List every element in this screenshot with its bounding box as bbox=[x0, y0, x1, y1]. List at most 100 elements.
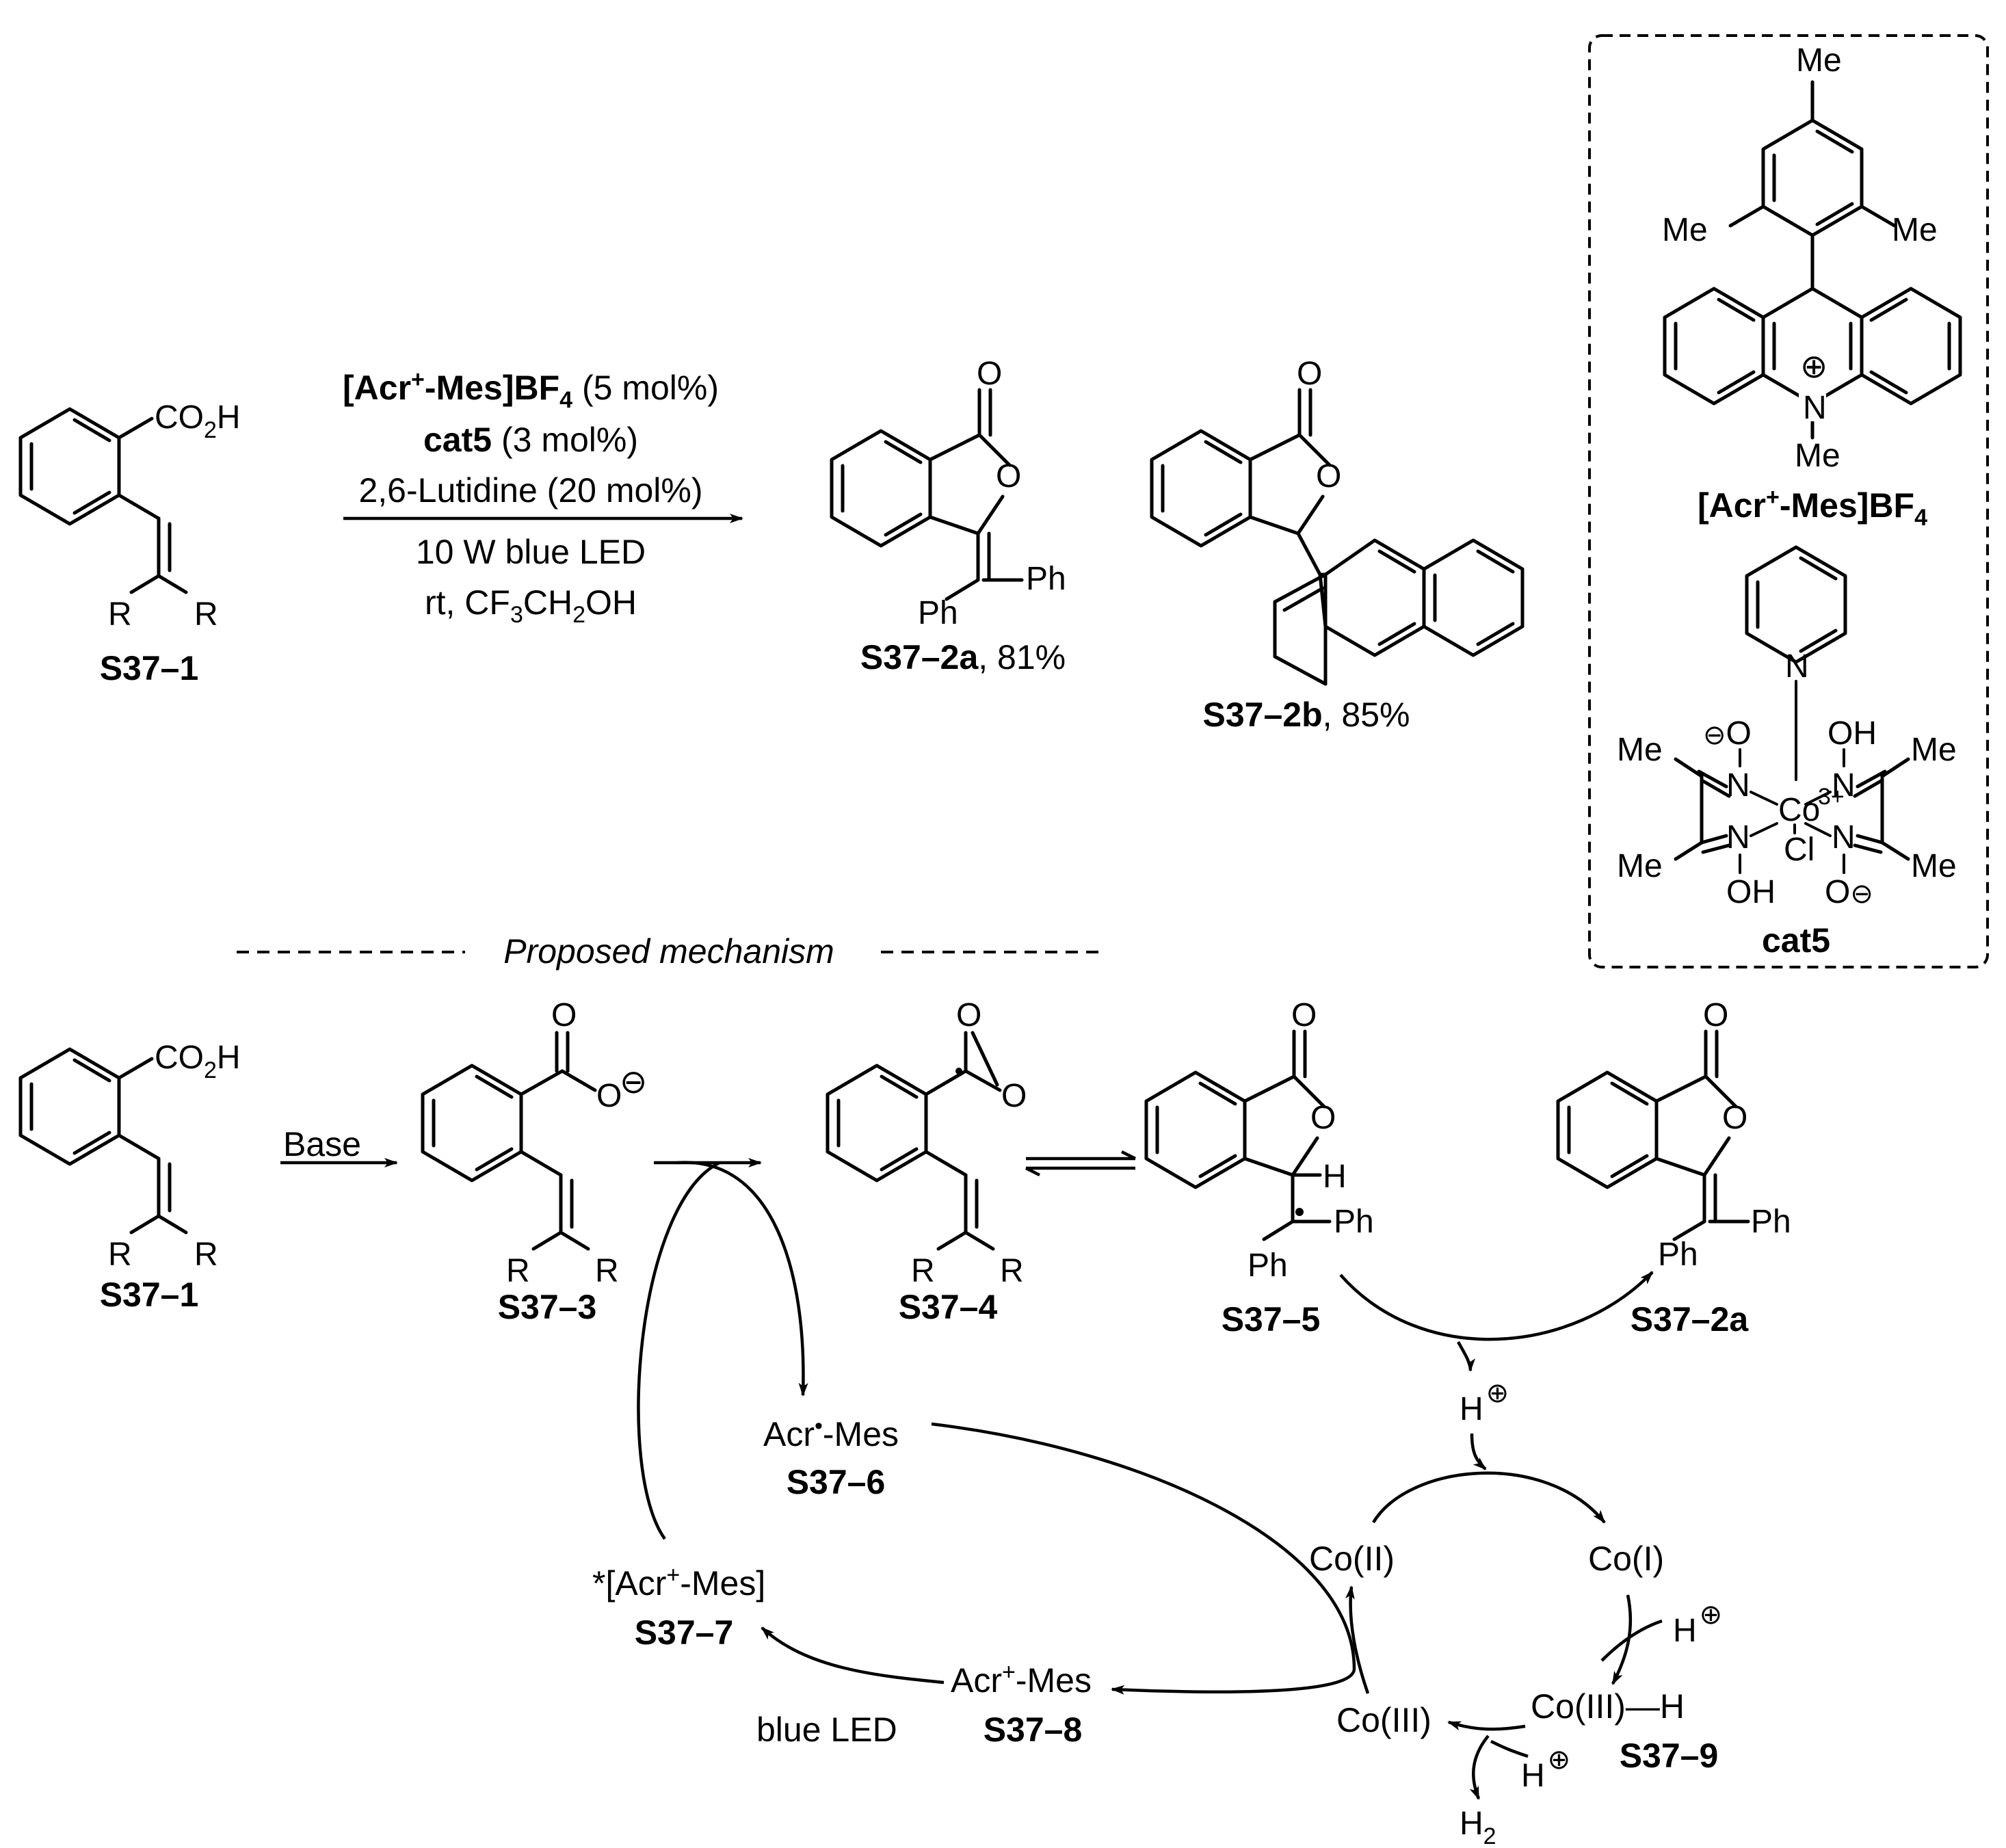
substrate-s37-1-top: CO2H R R S37–1 bbox=[18, 399, 241, 687]
phenyl-right: Ph bbox=[1751, 1204, 1791, 1240]
compound-label-s37-9: S37–9 bbox=[1620, 1737, 1719, 1775]
co-iii-h-label: Co(III)—H bbox=[1531, 1687, 1685, 1726]
h-label: H bbox=[217, 1040, 241, 1076]
carbonyl-oxygen: O bbox=[977, 356, 1002, 392]
acr-radical-label: Acr•-Mes bbox=[763, 1413, 899, 1453]
methyl-ortho-right: Me bbox=[1892, 212, 1938, 248]
base-label: Base bbox=[283, 1125, 361, 1163]
co-i-label: Co(I) bbox=[1588, 1540, 1664, 1578]
condition-base: 2,6-Lutidine (20 mol%) bbox=[358, 471, 702, 510]
proton-release-arrow bbox=[1457, 1341, 1475, 1372]
cobalt-catalyst-label: cat5 bbox=[1762, 921, 1830, 960]
compound-label-s37-5: S37–5 bbox=[1222, 1300, 1321, 1338]
proton-label-1: H⊕ bbox=[1460, 1378, 1509, 1427]
phenyl-right: Ph bbox=[1334, 1204, 1374, 1240]
co-label: CO bbox=[155, 1040, 204, 1076]
methyl-lower-left: Me bbox=[1617, 848, 1663, 884]
methyl-lower-right: Me bbox=[1911, 848, 1957, 884]
r-group-left: R bbox=[911, 1253, 935, 1289]
co-iii-label: Co(III) bbox=[1336, 1701, 1431, 1739]
compound-label-s37-3: S37–3 bbox=[498, 1288, 597, 1326]
methyl-upper-right: Me bbox=[1911, 732, 1957, 768]
phenyl-right: Ph bbox=[1026, 561, 1066, 597]
ring-oxygen: O bbox=[1310, 1100, 1336, 1136]
compound-label-s37-7: S37–7 bbox=[635, 1613, 734, 1652]
condition-solvent: rt, CF3CH2OH bbox=[425, 583, 637, 628]
carbonyl-oxygen: O bbox=[1703, 997, 1728, 1033]
photoredox-cycle: Acr•-Mes S37–6 *[Acr+-Mes] S37–7 Acr+-Me… bbox=[592, 1158, 1356, 1749]
proton-label-3: H⊕ bbox=[1521, 1745, 1570, 1794]
compound-label-s37-1-mech: S37–1 bbox=[100, 1276, 199, 1314]
substrate-s37-1-mech: CO2H R R S37–1 bbox=[18, 1040, 241, 1314]
proton-to-cobalt-arrow bbox=[1470, 1433, 1487, 1470]
compound-label-s37-1-top: S37–1 bbox=[100, 649, 199, 687]
n-lower-left: N bbox=[1726, 819, 1750, 856]
co2-subscript: 2 bbox=[204, 1057, 217, 1083]
phenyl-left: Ph bbox=[918, 595, 958, 631]
phenyl-left: Ph bbox=[1248, 1248, 1288, 1284]
oxide-lower-right: O⊖ bbox=[1825, 874, 1873, 910]
photocatalyst-structure: Me Me Me N ⊕ Me [Acr+-Mes]BF4 bbox=[1662, 42, 1962, 531]
svg-text:CO2H: CO2H bbox=[155, 399, 241, 443]
co-label: CO bbox=[155, 399, 204, 436]
methyl-para: Me bbox=[1796, 42, 1842, 79]
r-group-left: R bbox=[506, 1253, 530, 1289]
hydroxyl-lower-left: OH bbox=[1726, 874, 1776, 910]
hydroxyl-upper-right: OH bbox=[1827, 715, 1877, 752]
carbonyl-oxygen: O bbox=[1297, 356, 1322, 392]
ring-oxygen: O bbox=[1722, 1100, 1747, 1136]
r-group-right: R bbox=[595, 1253, 619, 1289]
condition-light: 10 W blue LED bbox=[416, 533, 646, 571]
radical-oxygen: O bbox=[1001, 1078, 1027, 1114]
n-methyl: Me bbox=[1795, 438, 1840, 474]
ring-oxygen: O bbox=[1316, 458, 1341, 494]
equilibrium-arrows bbox=[1025, 1150, 1137, 1177]
ring-oxygen: O bbox=[996, 458, 1021, 494]
n-lower-right: N bbox=[1832, 819, 1856, 856]
pyridine-nitrogen: N bbox=[1785, 648, 1809, 685]
r-group-right: R bbox=[194, 1237, 218, 1273]
hat-arrow bbox=[1339, 1271, 1654, 1341]
benzylic-hydrogen: H bbox=[1323, 1159, 1347, 1195]
compound-label-s37-2a-top: S37–2a, 81% bbox=[860, 638, 1066, 676]
acr-excited-label: *[Acr+-Mes] bbox=[592, 1562, 765, 1602]
catalyst-box bbox=[1588, 34, 1989, 968]
r-group-right: R bbox=[194, 596, 218, 633]
condition-photocatalyst: [Acr+-Mes]BF4 (5 mol%) bbox=[343, 367, 719, 413]
r-group-right: R bbox=[1000, 1253, 1024, 1289]
carbonyl-oxygen: O bbox=[551, 997, 577, 1033]
r-group-left: R bbox=[108, 596, 132, 633]
svg-text:CO2H: CO2H bbox=[155, 1040, 241, 1083]
cobalt-atom: Co bbox=[1778, 792, 1820, 828]
carboxylate-s37-3: O O ⊖ R R S37–3 bbox=[421, 997, 647, 1326]
cobalt-catalyst-structure: N Co 3+ Cl N N ⊖O OH Me Me N N bbox=[1617, 545, 1957, 960]
acr-ground-label: Acr+-Mes bbox=[951, 1659, 1092, 1700]
positive-charge: ⊕ bbox=[1800, 349, 1827, 385]
product-s37-2b: O O S37–2b, 85% bbox=[1150, 356, 1525, 734]
methyl-upper-left: Me bbox=[1617, 732, 1663, 768]
condition-cobalt-catalyst: cat5 (3 mol%) bbox=[423, 421, 638, 459]
product-s37-2a-mech: O O Ph Ph S37–2a bbox=[1556, 997, 1791, 1338]
co2-subscript: 2 bbox=[204, 417, 217, 443]
mechanism-title: Proposed mechanism bbox=[503, 932, 834, 971]
h-label: H bbox=[217, 399, 241, 436]
cobalt-cycle: Co(II) Co(I) Co(III) Co(III)—H S37–9 H⊕ … bbox=[1309, 1471, 1722, 1848]
phenyl-left: Ph bbox=[1658, 1237, 1698, 1273]
carbonyl-oxygen: O bbox=[1291, 997, 1317, 1033]
oxide-upper-left: ⊖O bbox=[1703, 715, 1752, 752]
co-ii-label: Co(II) bbox=[1309, 1540, 1395, 1578]
compound-label-s37-2b: S37–2b, 85% bbox=[1203, 696, 1410, 734]
compound-label-s37-2a-mech: S37–2a bbox=[1631, 1300, 1750, 1338]
compound-label-s37-4: S37–4 bbox=[899, 1288, 998, 1326]
methyl-ortho-left: Me bbox=[1662, 212, 1708, 248]
reaction-conditions: [Acr+-Mes]BF4 (5 mol%) cat5 (3 mol%) 2,6… bbox=[343, 367, 743, 628]
carbonyl-oxygen: O bbox=[956, 997, 981, 1033]
carboxylate-oxygen: O bbox=[596, 1078, 622, 1114]
compound-label-s37-8: S37–8 bbox=[984, 1711, 1083, 1749]
radical-s37-4: O O R R S37–4 bbox=[826, 997, 1027, 1326]
blue-led-label: blue LED bbox=[756, 1711, 897, 1749]
chloride: Cl bbox=[1784, 832, 1814, 868]
radical-s37-5: O O H Ph Ph S37–5 bbox=[1144, 997, 1374, 1338]
hydrogen-gas-label: H2 bbox=[1460, 1806, 1496, 1848]
